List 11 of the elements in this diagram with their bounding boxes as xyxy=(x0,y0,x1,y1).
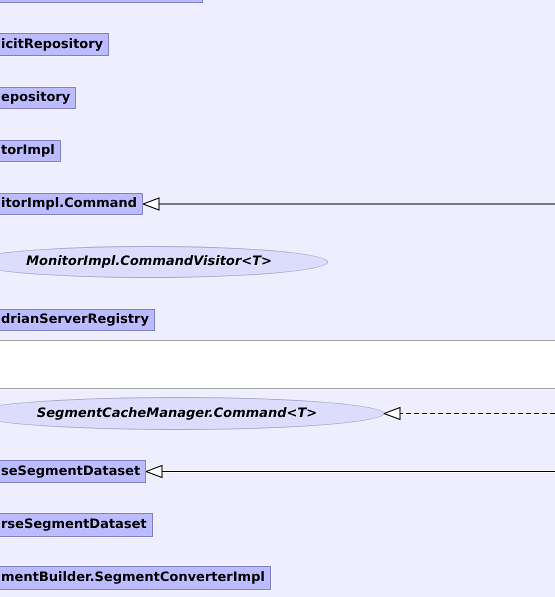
inheritance-arrow xyxy=(142,198,555,210)
class-box: mentBuilder.SegmentConverterImpl xyxy=(0,566,271,590)
class-box: icitRepository xyxy=(0,33,110,56)
class-box: itorImpl.Command xyxy=(0,193,143,215)
class-box: drianServerRegistry xyxy=(0,309,155,331)
class-box: seSegmentDataset xyxy=(0,460,146,483)
inheritance-arrow xyxy=(384,407,555,420)
class-box: torImpl xyxy=(0,140,61,162)
class-box: epository xyxy=(0,87,76,109)
class-box: rseSegmentDataset xyxy=(0,513,153,537)
inheritance-arrow xyxy=(146,465,555,478)
